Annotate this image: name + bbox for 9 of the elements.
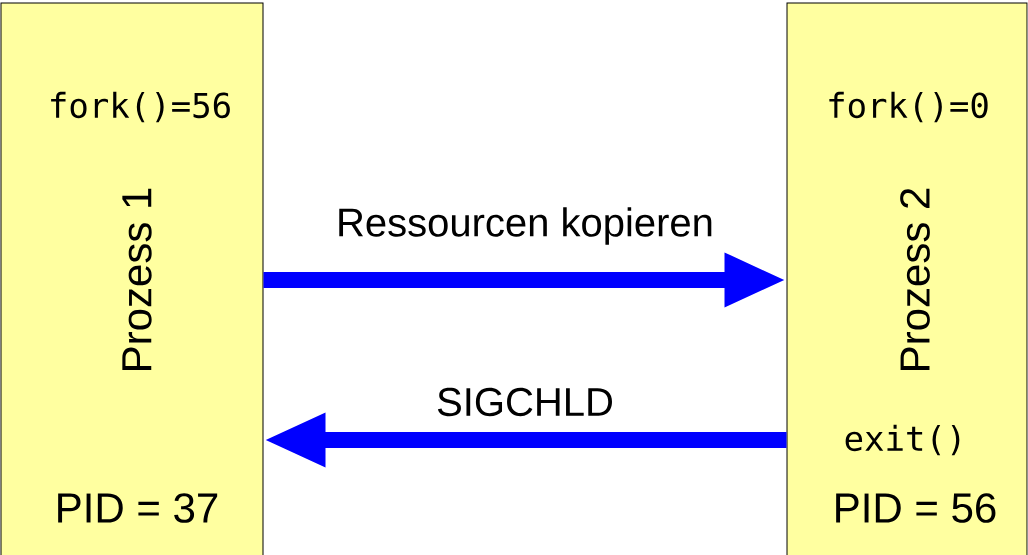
process-label: Prozess 2 [900,188,930,370]
process-label: Prozess 1 [122,188,152,370]
edge-label: SIGCHLD [437,387,612,417]
code-text: fork()=0 [829,91,988,123]
code-text: exit() [845,424,960,456]
edge-label: Ressourcen kopieren [339,207,712,245]
code-text: fork()=56 [51,91,230,123]
pid-label: PID = 56 [836,493,996,523]
pid-label: PID = 37 [58,493,218,523]
